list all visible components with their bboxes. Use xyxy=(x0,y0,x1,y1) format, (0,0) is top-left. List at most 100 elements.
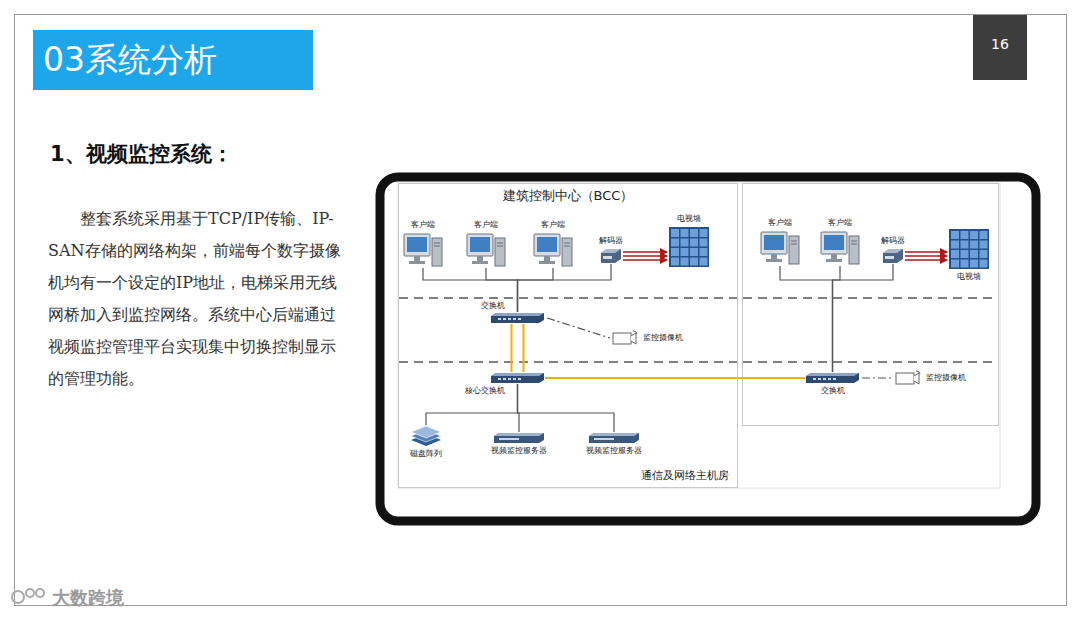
device-label: 磁盘阵列 xyxy=(410,449,442,459)
server-icon xyxy=(588,432,640,444)
section-heading: 1、视频监控系统： xyxy=(50,140,233,168)
connector-line xyxy=(511,324,513,372)
client-icon xyxy=(760,230,800,266)
slide-title: 03系统分析 xyxy=(43,38,217,83)
camera-icon xyxy=(612,330,638,346)
connector-line xyxy=(905,255,947,257)
device-label: 解码器 xyxy=(881,236,905,246)
device-label: 交换机 xyxy=(821,386,845,396)
connector-line xyxy=(623,259,667,261)
device-camera: 监控摄像机 xyxy=(895,370,921,386)
device-client: 客户端 xyxy=(403,232,443,268)
zone-subtitle: 通信及网络主机房 xyxy=(641,469,729,483)
zone-dividers xyxy=(399,298,998,362)
page-number-box xyxy=(973,15,1027,80)
connector xyxy=(623,252,667,260)
client-icon xyxy=(403,232,443,268)
connector xyxy=(547,318,610,338)
client-icon xyxy=(820,230,860,266)
device-decoder: 解码器 xyxy=(882,248,904,264)
decoder-icon xyxy=(600,248,622,264)
connector xyxy=(833,264,894,372)
disk-icon xyxy=(410,425,442,447)
device-label: 视频监控服务器 xyxy=(586,446,642,456)
page-number: 16 xyxy=(973,36,1027,52)
connector xyxy=(780,266,833,372)
device-label: 电视墙 xyxy=(957,272,981,282)
connector xyxy=(545,378,805,379)
device-switch: 交换机 xyxy=(805,372,860,384)
connector xyxy=(862,378,893,379)
switch-icon xyxy=(805,372,860,384)
connector-line xyxy=(518,268,554,312)
device-disk: 磁盘阵列 xyxy=(410,425,442,447)
title-holder: 03系统分析 xyxy=(33,30,313,90)
connector-line xyxy=(862,377,893,378)
server-icon xyxy=(493,432,545,444)
client-icon xyxy=(466,232,506,268)
device-decoder: 解码器 xyxy=(600,248,622,264)
device-server: 视频监控服务器 xyxy=(588,432,640,444)
device-label: 视频监控服务器 xyxy=(491,446,547,456)
tv-icon xyxy=(668,226,710,268)
connector-line xyxy=(905,259,947,261)
connector-line xyxy=(545,377,805,379)
device-server: 视频监控服务器 xyxy=(493,432,545,444)
device-label: 客户端 xyxy=(541,220,565,230)
device-label: 交换机 xyxy=(481,301,505,311)
connector-line xyxy=(905,251,947,253)
connector xyxy=(905,252,947,260)
connector xyxy=(518,384,615,432)
connector xyxy=(426,384,518,425)
device-tv: 电视墙 xyxy=(948,228,990,270)
device-tv: 电视墙 xyxy=(668,226,710,268)
zone-title: 建筑控制中心（BCC） xyxy=(399,188,737,204)
connector xyxy=(833,266,841,372)
device-switch: 交换机 xyxy=(490,312,545,324)
client-icon xyxy=(533,232,573,268)
connector-line xyxy=(518,384,615,432)
connector-line xyxy=(623,251,667,253)
connector-line xyxy=(833,264,894,372)
connector-line xyxy=(426,384,518,425)
connector-line xyxy=(780,266,833,372)
connector-line xyxy=(547,318,610,338)
camera-icon xyxy=(895,370,921,386)
device-client: 客户端 xyxy=(533,232,573,268)
switch-icon xyxy=(490,372,545,384)
zone-panel: 建筑控制中心（BCC）通信及网络主机房客户端客户端客户端解码器电视墙交换机监控摄… xyxy=(398,183,738,488)
body-paragraph: 整套系统采用基于TCP/IP传输、IP-SAN存储的网络构架，前端每个数字摄像机… xyxy=(48,203,348,395)
device-camera: 监控摄像机 xyxy=(612,330,638,346)
picture-frame xyxy=(380,177,1036,521)
device-switch: 核心交换机 xyxy=(490,372,545,384)
device-label: 解码器 xyxy=(599,236,623,246)
slide-border xyxy=(15,15,1067,606)
title-bar xyxy=(33,30,313,90)
connector-line xyxy=(523,324,525,372)
connector xyxy=(518,268,554,312)
connector-line xyxy=(623,255,667,257)
device-label: 客户端 xyxy=(828,218,852,228)
connector xyxy=(512,324,524,372)
device-label: 客户端 xyxy=(768,218,792,228)
device-client: 客户端 xyxy=(466,232,506,268)
device-label: 核心交换机 xyxy=(465,386,505,396)
connector xyxy=(518,264,612,312)
tv-icon xyxy=(948,228,990,270)
connector xyxy=(423,268,518,312)
device-label: 监控摄像机 xyxy=(643,333,683,343)
right-panel xyxy=(743,184,999,426)
switch-icon xyxy=(490,312,545,324)
watermark-logo xyxy=(12,589,44,603)
device-label: 客户端 xyxy=(411,220,435,230)
device-label: 监控摄像机 xyxy=(926,373,966,383)
diagram-ground xyxy=(398,183,1000,488)
connector-line xyxy=(423,268,518,312)
device-label: 电视墙 xyxy=(677,214,701,224)
device-label: 客户端 xyxy=(474,220,498,230)
watermark: 大数跨境 xyxy=(52,586,124,610)
device-client: 客户端 xyxy=(760,230,800,266)
connector-line xyxy=(833,266,841,372)
connector-line xyxy=(518,264,612,312)
